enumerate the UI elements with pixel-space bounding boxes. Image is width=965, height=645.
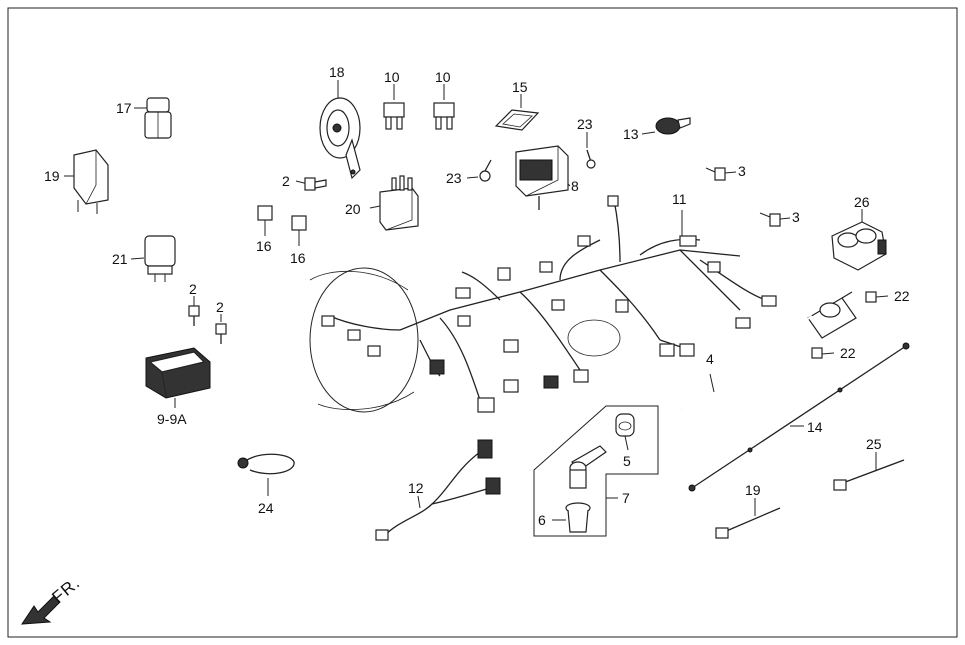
callout-4: 4 [706, 351, 714, 367]
part-25-cable-tie [833, 452, 905, 491]
callout-2: 2 [216, 299, 224, 315]
part-9-regulator [145, 347, 211, 408]
callout-6: 6 [538, 512, 546, 528]
part-16-fuse-a [257, 205, 273, 236]
callout-13: 13 [623, 126, 639, 142]
callout-20: 20 [345, 201, 361, 217]
front-direction-arrow-icon [21, 595, 61, 625]
callout-23: 23 [446, 170, 462, 186]
callout-12: 12 [408, 480, 424, 496]
callout-19: 19 [44, 168, 60, 184]
callout-25: 25 [866, 436, 882, 452]
part-19-bracket [64, 149, 109, 214]
part-22-bolt-b [811, 347, 835, 359]
callout-labels: 18 10 10 15 17 19 2 20 23 23 13 8 3 3 11… [44, 64, 910, 607]
part-20-relay [369, 175, 419, 231]
part-26-regulator [831, 209, 887, 271]
part-16-fuse-b [291, 215, 307, 246]
callout-23: 23 [577, 116, 593, 132]
part-14-cable [688, 342, 910, 492]
callout-2: 2 [282, 173, 290, 189]
callout-8: 8 [571, 178, 579, 194]
callout-26: 26 [854, 194, 870, 210]
callout-10: 10 [384, 69, 400, 85]
part-23-screw-b [586, 132, 596, 169]
part-3-bolt-a [705, 167, 737, 181]
part-13-bulb [641, 117, 691, 135]
callout-15: 15 [512, 79, 528, 95]
callout-22: 22 [840, 345, 856, 361]
part-10-fuse-b [433, 84, 455, 130]
part-plug-boot [569, 445, 607, 489]
part-12-sub-harness [375, 439, 501, 541]
callout-22: 22 [894, 288, 910, 304]
callout-7: 7 [622, 490, 630, 506]
callout-10: 10 [435, 69, 451, 85]
part-3-bolt-b [759, 212, 791, 227]
callout-2: 2 [189, 281, 197, 297]
callout-9-9a: 9-9A [157, 411, 187, 427]
part-4-wire-rod [681, 315, 813, 411]
part-2-bolt-c [215, 314, 227, 344]
callout-14: 14 [807, 419, 823, 435]
part-22-bolt-a [865, 291, 889, 303]
callout-11: 11 [672, 191, 687, 207]
main-wire-harness [309, 195, 777, 413]
part-21-relay [130, 235, 176, 282]
part-15-fuse-box [494, 94, 540, 131]
part-6-grommet [552, 502, 591, 533]
part-18-horn [319, 80, 361, 180]
part-ignition-coil [807, 291, 857, 339]
callout-17: 17 [116, 100, 132, 116]
callout-16: 16 [256, 238, 272, 254]
part-17-relay [134, 97, 172, 139]
part-19-cable-tie [715, 498, 781, 539]
part-7-group-box [533, 405, 659, 537]
callout-19: 19 [745, 482, 761, 498]
callout-16: 16 [290, 250, 306, 266]
part-2-bolt-a [295, 177, 327, 191]
callout-3: 3 [792, 209, 800, 225]
callout-21: 21 [112, 251, 128, 267]
part-5-cap [615, 413, 635, 451]
callout-24: 24 [258, 500, 274, 516]
part-23-screw-a [466, 159, 492, 182]
callout-5: 5 [623, 453, 631, 469]
diagram-frame [7, 7, 958, 638]
part-2-bolt-b [188, 296, 200, 326]
part-8-cdi-unit [515, 145, 571, 210]
callout-3: 3 [738, 163, 746, 179]
part-10-fuse-a [383, 84, 405, 130]
part-24-clamp [237, 453, 295, 496]
callout-18: 18 [329, 64, 345, 80]
